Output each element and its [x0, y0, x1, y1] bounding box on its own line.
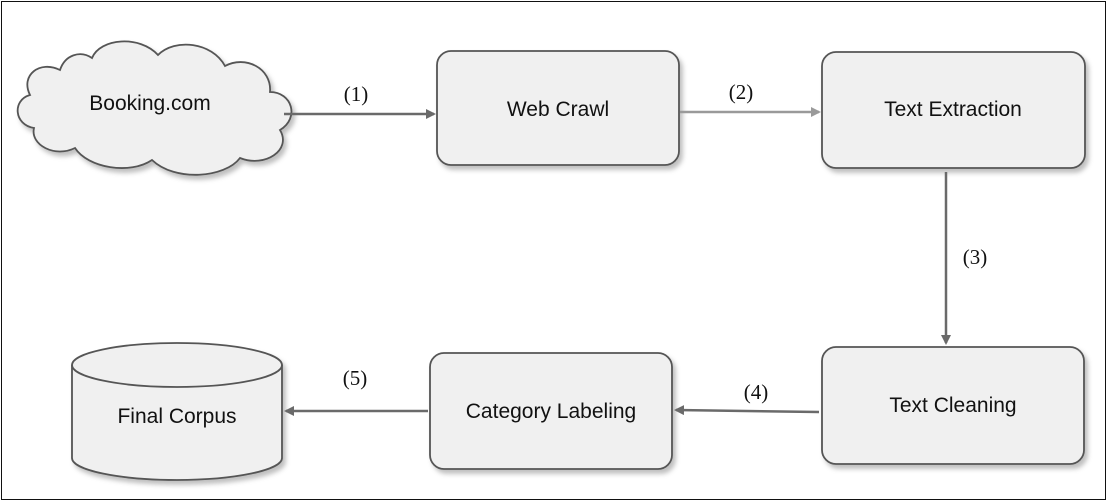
- final-corpus-database: Final Corpus: [71, 342, 283, 481]
- text-extraction-node: Text Extraction: [821, 51, 1086, 169]
- edge-5-label: (5): [343, 366, 368, 390]
- database-cylinder-icon: [71, 342, 283, 481]
- text-extraction-box: [821, 51, 1086, 169]
- booking-source-label: Booking.com: [89, 92, 210, 115]
- edge-4-label: (4): [744, 380, 769, 404]
- web-crawl-node: Web Crawl: [436, 50, 680, 166]
- edge-2-label: (2): [729, 80, 754, 104]
- edge-4-arrow: [674, 405, 820, 416]
- category-labeling-label: Category Labeling: [466, 400, 636, 423]
- edge-1-label: (1): [344, 82, 369, 106]
- final-corpus-label: Final Corpus: [117, 405, 236, 428]
- web-crawl-box: [436, 50, 680, 166]
- edge-1: (1): [284, 82, 436, 119]
- cloud-shape: [16, 40, 293, 176]
- edge-3-label: (3): [963, 245, 988, 269]
- category-labeling-box: [429, 352, 673, 470]
- text-cleaning-node: Text Cleaning: [821, 346, 1085, 465]
- web-crawl-label: Web Crawl: [507, 98, 609, 121]
- category-labeling-node: Category Labeling: [429, 352, 673, 470]
- edge-2: (2): [680, 80, 821, 117]
- text-cleaning-label: Text Cleaning: [889, 394, 1016, 417]
- database-cylinder-rim: [71, 364, 283, 388]
- edge-5: (5): [284, 366, 428, 416]
- text-extraction-label: Text Extraction: [884, 98, 1022, 121]
- edge-3: (3): [941, 172, 988, 345]
- edge-4: (4): [674, 380, 820, 416]
- text-cleaning-box: [821, 346, 1085, 465]
- booking-source-cloud: Booking.com: [16, 40, 293, 176]
